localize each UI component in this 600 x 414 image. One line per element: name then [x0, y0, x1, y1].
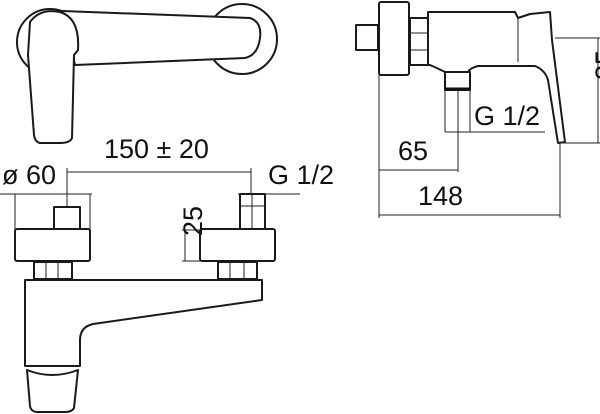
front-handle [26, 369, 79, 413]
dim-connection-side: G 1/2 [474, 101, 540, 131]
right-eccentric-block [199, 228, 276, 262]
left-nut [33, 261, 73, 280]
dim-rosette-diameter: ø 60 [2, 160, 56, 190]
side-rosette [378, 1, 410, 76]
right-nut [217, 261, 258, 280]
dim-center-distance: 150 ± 20 [104, 134, 209, 164]
side-view: G 1/2 85 65 148 [355, 1, 600, 218]
top-handle [27, 10, 80, 144]
left-eccentric-block [14, 228, 91, 262]
top-view [16, 3, 278, 144]
side-stub [355, 24, 379, 51]
side-nut [409, 17, 429, 66]
dim-block-height: 25 [178, 206, 208, 236]
dim-wall-to-outlet: 65 [398, 136, 428, 166]
front-body [24, 279, 263, 367]
left-inlet-stub [53, 206, 81, 230]
dim-height: 85 [590, 50, 600, 80]
dim-connection-front: G 1/2 [268, 160, 334, 190]
top-body [61, 10, 262, 66]
side-body-handle [427, 11, 566, 144]
front-view: 150 ± 20 ø 60 G 1/2 25 [0, 134, 334, 413]
dim-total-depth: 148 [418, 181, 463, 211]
side-outlet [444, 71, 471, 91]
